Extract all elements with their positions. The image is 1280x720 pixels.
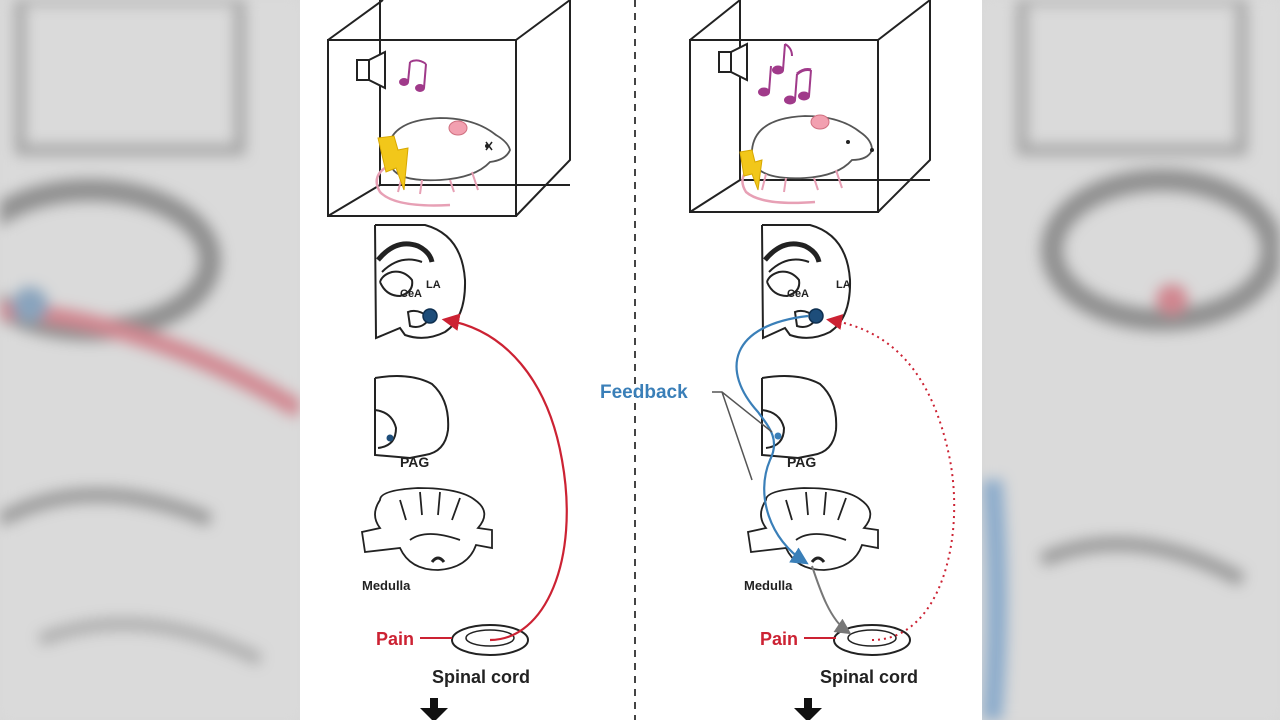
right-cea-node <box>808 308 824 324</box>
left-la-label: LA <box>426 279 441 291</box>
right-condition: CeA LA PAG Medulla <box>600 0 956 720</box>
left-pain-label: Pain <box>376 629 414 649</box>
feedback-leader <box>712 391 773 481</box>
right-pain-label: Pain <box>760 629 798 649</box>
right-la-label: LA <box>836 279 851 291</box>
speaker-icon <box>718 42 748 82</box>
arrow-down-icon <box>794 698 822 720</box>
diagram-panel: CeA LA PAG Medulla <box>300 0 982 720</box>
lightning-icon <box>377 135 409 191</box>
lightning-icon <box>739 149 763 191</box>
left-cea-label: CeA <box>400 288 422 300</box>
right-pag-node <box>774 432 782 440</box>
right-medulla-label: Medulla <box>744 578 793 593</box>
blurred-graphic-left <box>0 0 300 720</box>
left-pag-label: PAG <box>400 454 429 470</box>
right-spinal-cord-label: Spinal cord <box>820 667 918 687</box>
right-chamber-box <box>689 0 931 213</box>
right-pain-pathway-dotted <box>826 314 956 641</box>
rat-icon <box>741 114 874 205</box>
arrow-down-icon <box>420 698 448 720</box>
right-pag-label: PAG <box>787 454 816 470</box>
blurred-background-left <box>0 0 300 720</box>
left-chamber-box <box>327 0 571 217</box>
medulla-spinal-pathway <box>811 565 852 635</box>
right-cea-label: CeA <box>787 288 809 300</box>
left-cea-node <box>422 308 438 324</box>
music-note-icon <box>399 59 427 92</box>
left-spinal-cord-label: Spinal cord <box>432 667 530 687</box>
left-spinal-cord <box>451 624 529 656</box>
diagram-svg: CeA LA PAG Medulla <box>327 0 956 720</box>
right-medulla-section <box>746 487 879 571</box>
right-spinal-cord <box>833 624 911 656</box>
left-medulla-label: Medulla <box>362 578 411 593</box>
blurred-background-right <box>982 0 1280 720</box>
feedback-label: Feedback <box>600 382 688 403</box>
left-pag-section <box>374 375 450 460</box>
speaker-icon <box>356 50 386 90</box>
blurred-graphic-right <box>982 0 1280 720</box>
left-condition: CeA LA PAG Medulla <box>327 0 571 720</box>
music-note-icon <box>758 43 812 105</box>
feedback-pathway <box>735 314 809 565</box>
left-medulla-section <box>360 487 493 571</box>
left-pain-pathway <box>441 313 568 642</box>
rat-icon <box>375 117 511 207</box>
left-pag-node <box>386 434 394 442</box>
right-amygdala-section <box>761 224 852 340</box>
